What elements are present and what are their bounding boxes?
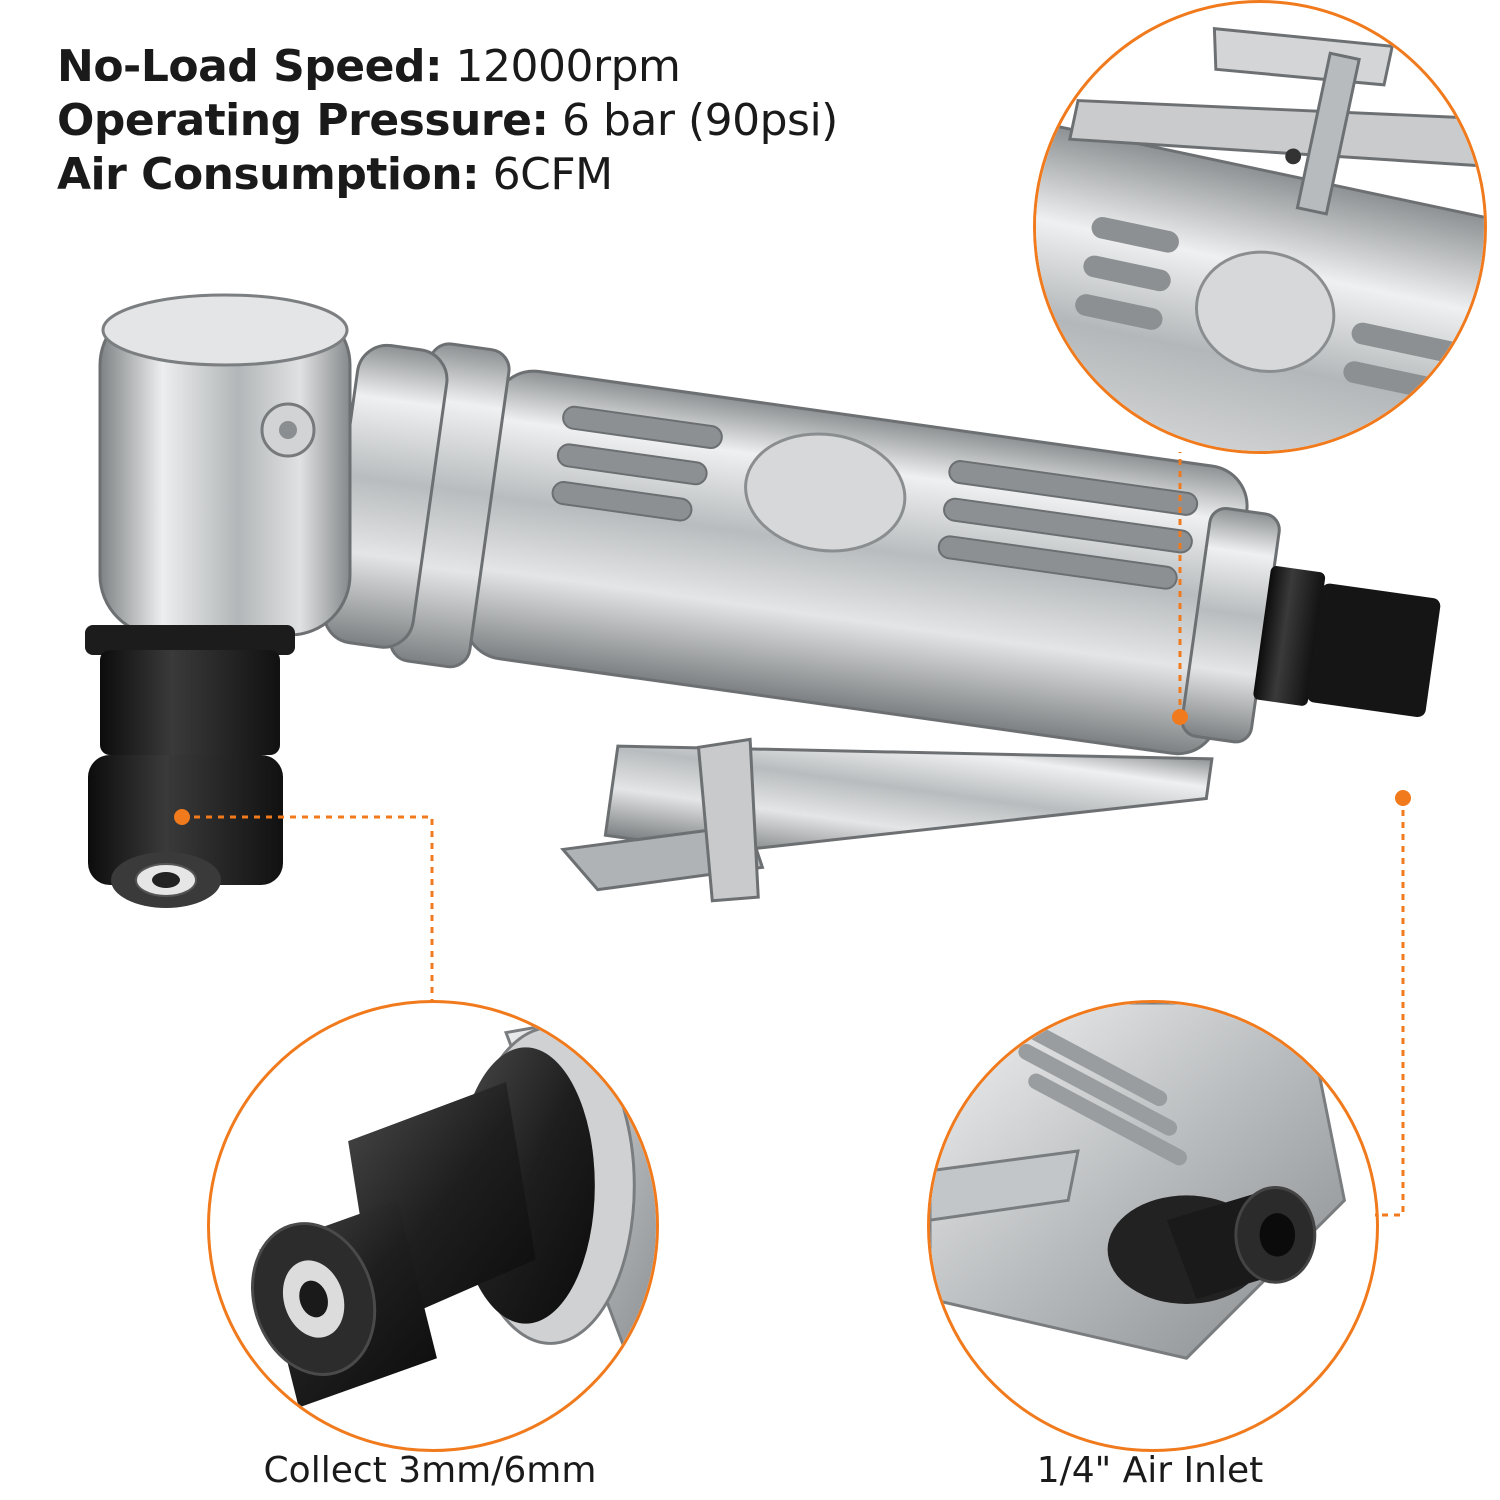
caption-collet: Collect 3mm/6mm <box>263 1450 597 1491</box>
inlet-detail-image <box>930 1003 1347 1360</box>
spec-label: Operating Pressure: <box>57 95 549 146</box>
air-inlet-fitting <box>1253 566 1326 706</box>
spec-no-load-speed: No-Load Speed: 12000rpm <box>57 40 838 94</box>
spec-list: No-Load Speed: 12000rpm Operating Pressu… <box>57 40 838 202</box>
zoom-circle-collet <box>207 1000 659 1452</box>
spec-value: 6 bar (90psi) <box>548 95 838 146</box>
spec-value: 12000rpm <box>442 41 681 92</box>
trigger-detail-image <box>1036 27 1484 451</box>
air-inlet-nut <box>1306 583 1441 718</box>
collet-detail-image <box>251 1004 656 1408</box>
zoom-circle-inlet <box>927 1000 1379 1452</box>
throttle-lever <box>603 744 1214 854</box>
spec-air-consumption: Air Consumption: 6CFM <box>57 148 838 202</box>
collet-nut <box>100 650 280 755</box>
caption-inlet: 1/4" Air Inlet <box>1036 1450 1264 1491</box>
zoom-circle-trigger <box>1033 0 1487 454</box>
thumb-pad <box>744 432 907 553</box>
spec-label: Air Consumption: <box>57 149 480 200</box>
tool-body <box>322 342 1441 903</box>
grip-slots <box>551 405 1199 590</box>
spec-value: 6CFM <box>479 149 614 200</box>
spec-label: No-Load Speed: <box>57 41 443 92</box>
angle-head <box>85 293 352 908</box>
spec-operating-pressure: Operating Pressure: 6 bar (90psi) <box>57 94 838 148</box>
